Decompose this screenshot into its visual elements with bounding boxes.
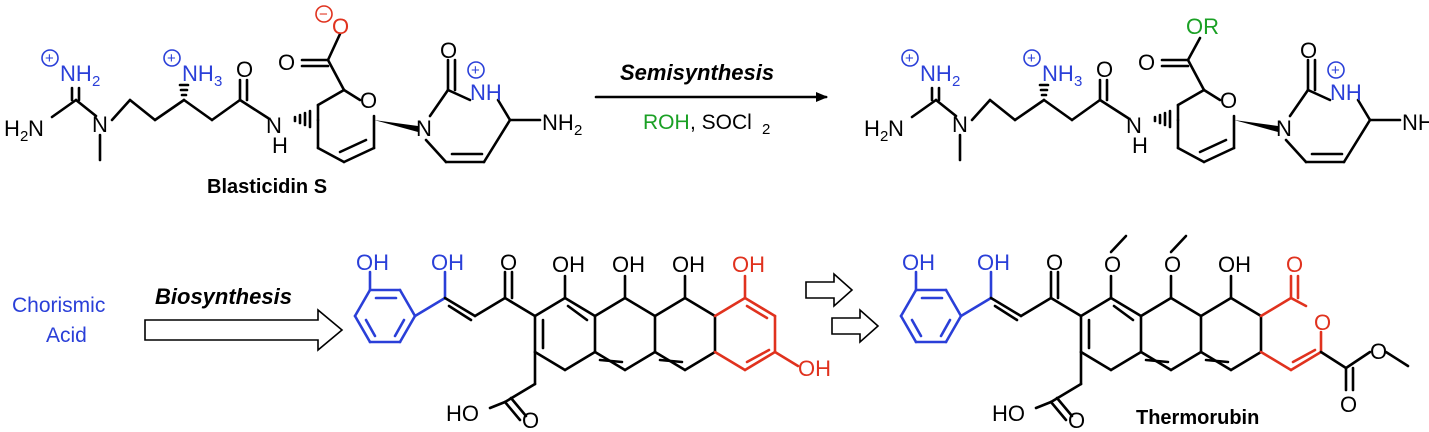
svg-text:OH: OH: [672, 252, 705, 277]
svg-text:OH: OH: [977, 250, 1010, 275]
svg-text:+: +: [905, 50, 914, 67]
conversion-arrow-1: [805, 272, 854, 308]
svg-text:O: O: [1096, 57, 1113, 82]
svg-text:O: O: [440, 38, 457, 63]
blasticidin-ester-structure: + NH 2 H 2 N N + NH 3 O N H O OR O N O +…: [864, 14, 1429, 164]
svg-text:O: O: [1220, 88, 1237, 113]
intermediate-atom-labels: OH OH O OH OH OH OH OH HO O: [356, 250, 831, 432]
svg-text:O: O: [1286, 252, 1303, 277]
biosynthesis-open-arrow: [144, 308, 344, 352]
intermediate-structure: [353, 270, 800, 422]
svg-text:NH: NH: [542, 110, 574, 135]
svg-text:+: +: [45, 50, 54, 67]
svg-text:NH: NH: [470, 80, 502, 105]
svg-text:2: 2: [574, 122, 582, 139]
svg-text:2: 2: [92, 73, 100, 90]
thermorubin-label: Thermorubin: [1136, 407, 1259, 429]
svg-text:N: N: [266, 113, 282, 138]
svg-text:O: O: [1164, 252, 1181, 277]
svg-text:NH: NH: [920, 61, 952, 86]
svg-text:OH: OH: [612, 252, 645, 277]
svg-text:N: N: [28, 116, 44, 141]
svg-text:HO: HO: [446, 401, 479, 426]
svg-text:OH: OH: [431, 250, 464, 275]
svg-text:O: O: [500, 250, 517, 275]
biosynthesis-label: Biosynthesis: [155, 284, 292, 309]
svg-text:OH: OH: [798, 356, 831, 381]
thermorubin-structure: [899, 234, 1410, 422]
svg-text:O: O: [1138, 50, 1155, 75]
svg-text:O: O: [278, 50, 295, 75]
svg-text:ROH: ROH: [643, 111, 690, 134]
svg-text:N: N: [92, 112, 108, 137]
svg-text:O: O: [522, 408, 539, 432]
svg-text:N: N: [888, 116, 904, 141]
svg-text:2: 2: [20, 128, 28, 145]
svg-text:+: +: [1027, 50, 1036, 67]
conversion-arrow-2: [831, 308, 880, 344]
svg-text:OR: OR: [1186, 14, 1219, 39]
svg-text:H: H: [272, 133, 288, 158]
svg-text:H: H: [1132, 133, 1148, 158]
blasticidin-s-structure: [50, 32, 542, 164]
svg-text:OH: OH: [732, 252, 765, 277]
svg-text:O: O: [1104, 252, 1121, 277]
svg-text:HO: HO: [992, 401, 1025, 426]
semisynthesis-reagents: ROH , SOCl 2: [643, 111, 770, 138]
semisynthesis-label: Semisynthesis: [620, 60, 774, 85]
svg-text:+: +: [471, 62, 480, 79]
svg-text:H: H: [4, 116, 20, 141]
svg-text:O: O: [236, 57, 253, 82]
svg-text:N: N: [952, 112, 968, 137]
thermorubin-atom-labels: OH OH O O O OH O O O O HO O: [902, 250, 1387, 432]
svg-text:+: +: [1331, 62, 1340, 79]
svg-text:N: N: [1276, 116, 1292, 141]
svg-text:OH: OH: [552, 252, 585, 277]
svg-text:+: +: [167, 50, 176, 67]
hashed-bond-nh3: [178, 83, 190, 97]
svg-text:NH: NH: [1042, 61, 1074, 86]
svg-text:, SOCl: , SOCl: [690, 111, 752, 134]
svg-text:O: O: [1370, 339, 1387, 364]
blasticidin-atom-labels: + NH 2 H 2 N N + NH 3 O N H O O − O N O …: [4, 5, 582, 158]
svg-text:3: 3: [214, 73, 222, 90]
svg-text:O: O: [1340, 392, 1357, 417]
svg-text:O: O: [1300, 38, 1317, 63]
svg-text:OH: OH: [1218, 252, 1251, 277]
svg-text:NH: NH: [1330, 80, 1362, 105]
svg-text:N: N: [1126, 113, 1142, 138]
svg-text:O: O: [1046, 250, 1063, 275]
chorismic-acid-line1: Chorismic: [12, 294, 105, 317]
svg-text:O: O: [1068, 408, 1085, 432]
svg-text:OH: OH: [902, 250, 935, 275]
svg-text:N: N: [416, 116, 432, 141]
svg-text:2: 2: [952, 73, 960, 90]
svg-text:O: O: [332, 14, 349, 39]
svg-text:−: −: [319, 6, 328, 23]
svg-text:NH: NH: [60, 61, 92, 86]
blasticidin-s-label: Blasticidin S: [207, 176, 327, 198]
svg-text:2: 2: [762, 121, 770, 138]
svg-text:3: 3: [1074, 73, 1082, 90]
svg-text:OH: OH: [356, 250, 389, 275]
hashed-bond-nh-ring: [293, 109, 312, 129]
chorismic-acid-line2: Acid: [46, 324, 87, 347]
svg-text:2: 2: [880, 128, 888, 145]
semisynthesis-arrow: [594, 92, 828, 102]
svg-text:O: O: [360, 88, 377, 113]
svg-text:O: O: [1314, 310, 1331, 335]
svg-text:NH: NH: [1402, 110, 1429, 135]
svg-text:H: H: [864, 116, 880, 141]
svg-text:NH: NH: [182, 61, 214, 86]
